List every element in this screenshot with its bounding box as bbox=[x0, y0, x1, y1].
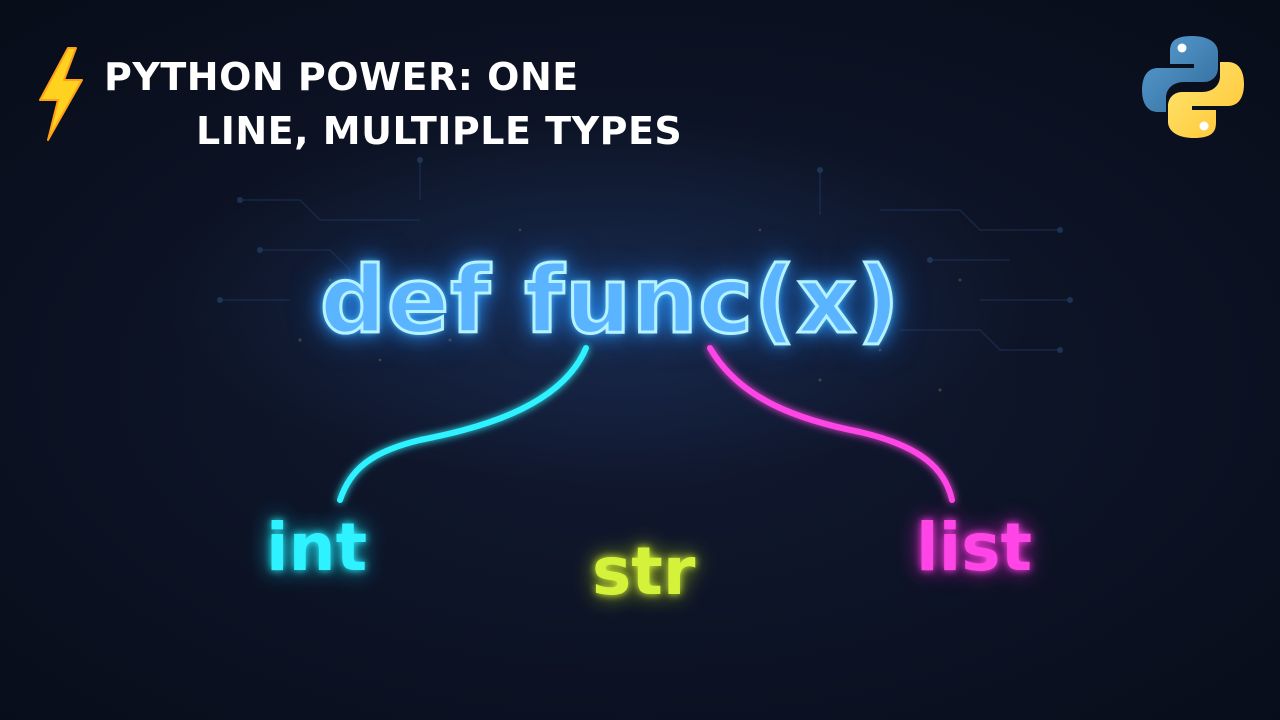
branch-line-list bbox=[707, 345, 955, 503]
page-title: PYTHON POWER: ONE LINE, MULTIPLE TYPES bbox=[104, 50, 804, 158]
function-signature: def func(x) bbox=[319, 246, 901, 356]
python-logo bbox=[1142, 36, 1244, 138]
title-line-1: PYTHON POWER: ONE bbox=[104, 55, 579, 99]
lightning-bolt-icon bbox=[39, 47, 83, 141]
type-label-int: int bbox=[266, 509, 368, 586]
title-line-2: LINE, MULTIPLE TYPES bbox=[196, 109, 683, 153]
branch-line-int bbox=[337, 345, 589, 503]
type-label-list: list bbox=[916, 509, 1033, 586]
type-label-str: str bbox=[592, 533, 696, 610]
